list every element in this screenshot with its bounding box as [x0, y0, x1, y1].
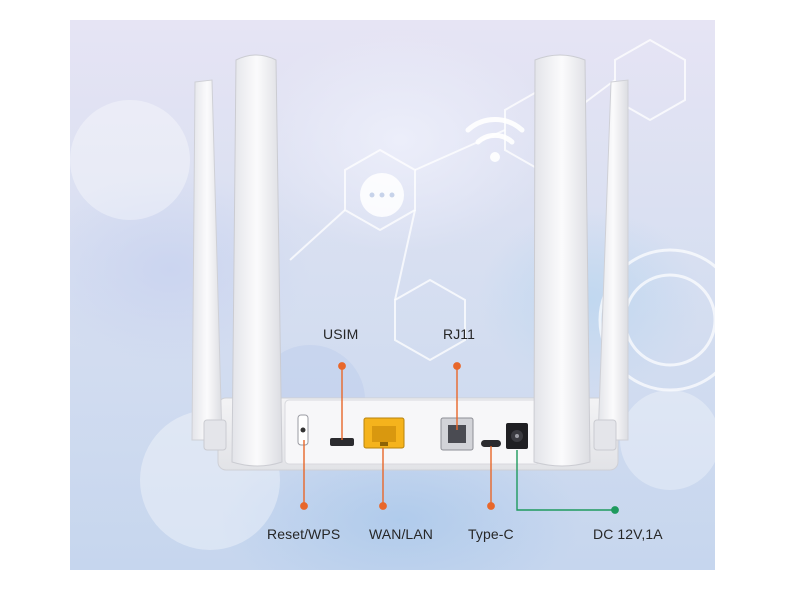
type-c-port — [481, 440, 501, 447]
type-c-label: Type-C — [468, 526, 514, 542]
rj11-label: RJ11 — [443, 326, 476, 342]
hexagon-shape — [614, 38, 686, 122]
antenna-front-right — [533, 54, 591, 467]
wan-lan-label: WAN/LAN — [369, 526, 433, 542]
dc-power-label: DC 12V,1A — [593, 526, 663, 542]
antenna-back-left — [191, 79, 227, 451]
chat-bubble-icon — [360, 173, 404, 217]
antenna-front-left — [231, 54, 283, 467]
rj11-port — [440, 417, 474, 451]
reset-wps-button — [297, 414, 309, 446]
leader-line-green — [516, 450, 619, 514]
antenna-back-right — [593, 79, 629, 451]
usim-slot — [330, 438, 354, 446]
router-body — [217, 397, 619, 471]
wan-lan-port — [363, 417, 405, 449]
leader-lines-orange — [300, 362, 495, 510]
reset-wps-label: Reset/WPS — [267, 526, 341, 542]
wifi-icon — [465, 117, 525, 162]
usim-label: USIM — [323, 326, 359, 342]
dc-power-jack — [506, 423, 528, 449]
